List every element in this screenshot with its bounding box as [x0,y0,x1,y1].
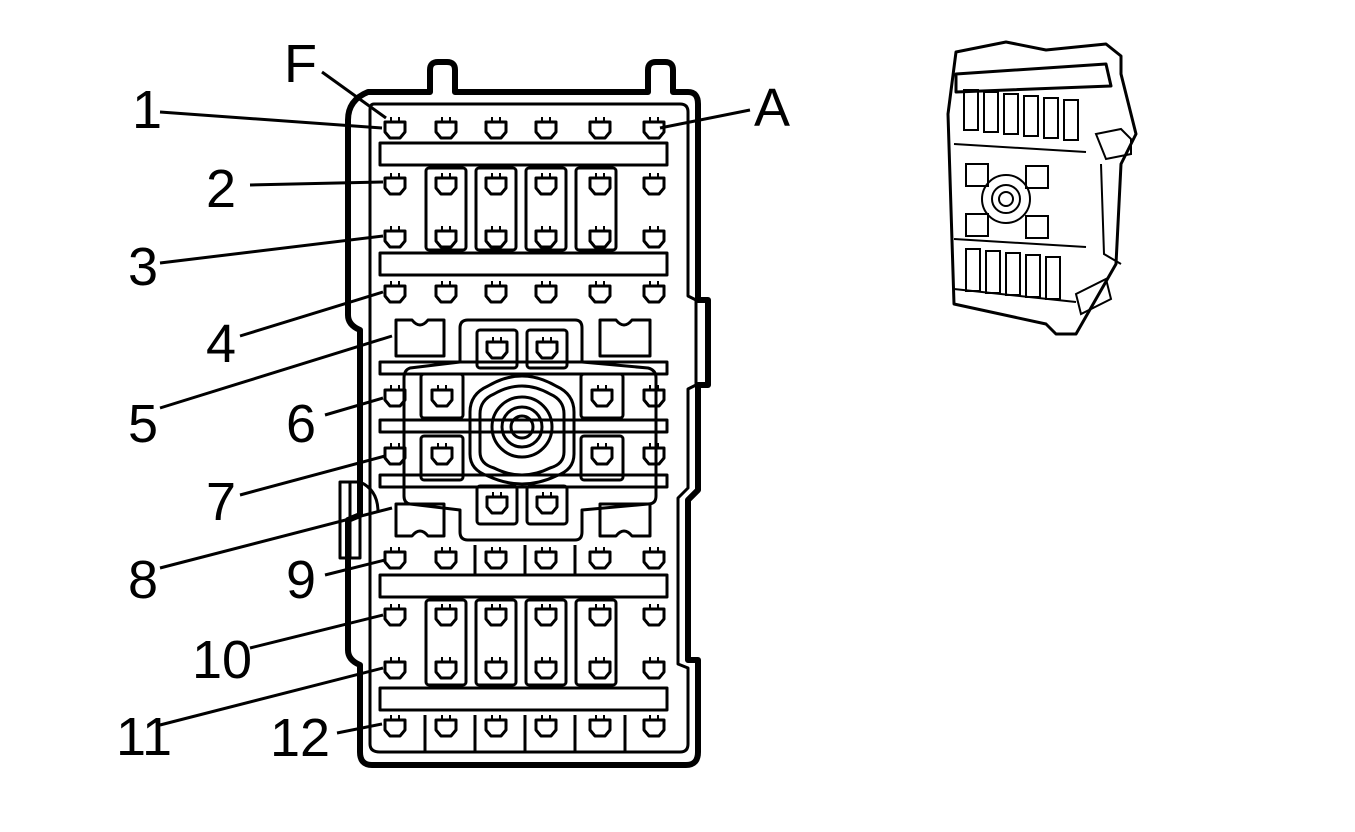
terminal-cavity [434,660,458,680]
row-label-9: 9 [286,550,316,610]
terminal-cavity [590,446,614,466]
terminal-cavity [534,284,558,304]
connector-housing-outline [345,59,711,768]
terminal-cavity [383,550,407,570]
terminal-cavity [642,718,666,738]
terminal-cavity [434,284,458,304]
terminal-cavity [534,176,558,196]
terminal-cavity [484,120,508,140]
terminal-cavity [383,607,407,627]
terminal-cavity [434,120,458,140]
terminal-cavity [383,660,407,680]
terminal-cavity [484,176,508,196]
terminal-cavity [534,120,558,140]
row-label-2: 2 [206,159,236,219]
connector-inner-outline [368,102,698,754]
divider-bars [378,141,669,712]
connector-face-view [338,59,711,768]
terminal-cavity [484,229,508,249]
terminal-cavity [588,229,612,249]
terminal-cavity [383,120,407,140]
terminal-cavity [484,550,508,570]
terminal-cavity [434,229,458,249]
terminal-cavity [588,660,612,680]
row-label-11: 11 [116,707,172,767]
terminal-cavity [534,607,558,627]
terminal-cavity [383,446,407,466]
center-stud [490,395,554,459]
terminal-cavity [383,718,407,738]
terminal-cavity [588,718,612,738]
terminal-cavity [383,284,407,304]
row-label-8: 8 [128,550,158,610]
row-label-3: 3 [128,237,158,297]
row-label-10: 10 [192,630,252,690]
row-label-4: 4 [206,314,236,374]
terminal-cavity [588,284,612,304]
terminal-cavity [642,446,666,466]
terminal-cavity [590,388,614,408]
terminal-cavity [535,495,559,515]
terminal-cavity [484,284,508,304]
terminal-cavity [484,607,508,627]
terminal-cavity [485,495,509,515]
terminal-cavity [430,446,454,466]
terminal-cavity [534,718,558,738]
terminal-cavity [383,176,407,196]
bottom-slot-dividers [423,545,627,752]
terminal-cavity [534,550,558,570]
connector-isometric-view [946,40,1138,336]
column-label-left: F [284,34,317,94]
relay-pads [394,318,652,538]
terminal-cavity [434,550,458,570]
terminal-cavity [534,229,558,249]
terminal-cavity [484,660,508,680]
terminal-cavity [434,607,458,627]
terminal-cavities [383,117,666,738]
row-label-5: 5 [128,394,158,454]
terminal-cavity [383,388,407,408]
column-label-right: A [754,78,790,138]
center-relay-socket [402,318,658,542]
terminal-cavity [642,284,666,304]
terminal-cavity [588,176,612,196]
terminal-cavity [485,340,509,360]
terminal-cavity [588,550,612,570]
terminal-cavity [642,607,666,627]
terminal-cavity [642,176,666,196]
cavity-labels: F A 1 2 3 4 5 6 7 8 9 10 11 12 [116,34,790,768]
terminal-cavity [642,120,666,140]
terminal-cavity [588,607,612,627]
row-label-7: 7 [206,472,236,532]
terminal-cavity [588,120,612,140]
terminal-cavity [642,229,666,249]
row-label-12: 12 [270,708,330,768]
row-label-6: 6 [286,394,316,454]
leader-lines [159,70,751,735]
terminal-cavity [484,718,508,738]
terminal-cavity [642,550,666,570]
terminal-cavity [535,340,559,360]
row-label-1: 1 [132,80,162,140]
terminal-cavity [434,718,458,738]
terminal-cavity [534,660,558,680]
terminal-cavity [434,176,458,196]
terminal-cavity [642,660,666,680]
terminal-cavity [642,388,666,408]
terminal-cavity [383,229,407,249]
fuse-slot-columns [424,166,618,687]
terminal-cavity [430,388,454,408]
